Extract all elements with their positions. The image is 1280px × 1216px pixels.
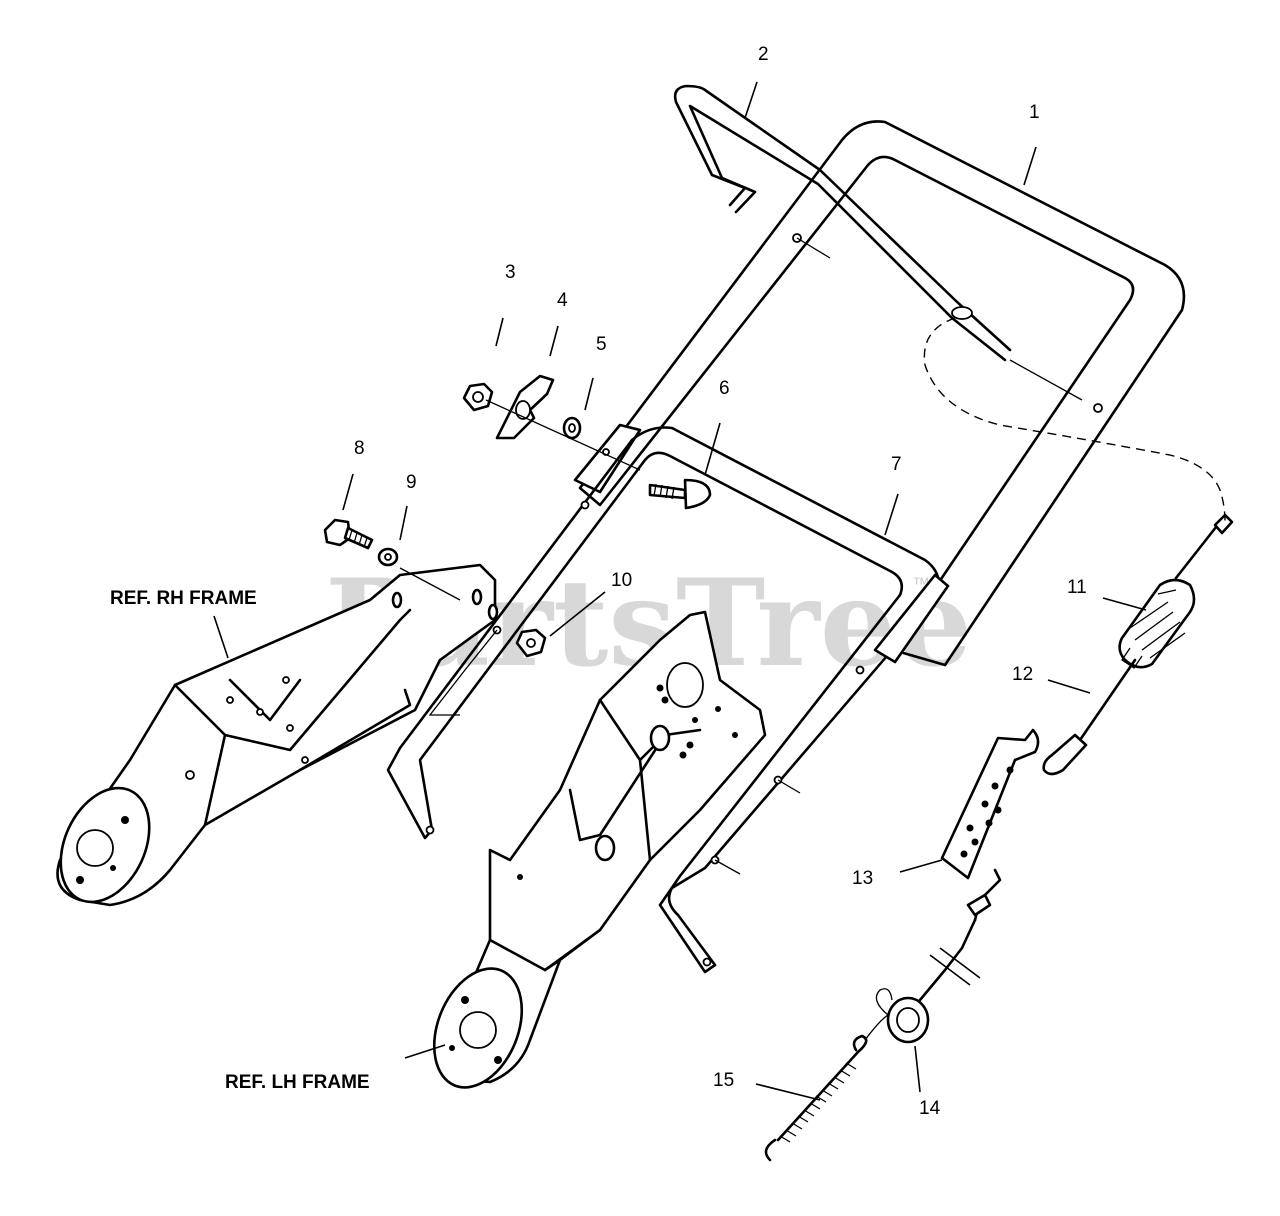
part-10-nut xyxy=(515,628,547,658)
part-9-washer-hole xyxy=(384,553,392,561)
leader-lh-mount-2 xyxy=(714,859,741,875)
callout-12: 12 xyxy=(1012,664,1033,685)
callout-5: 5 xyxy=(596,334,607,355)
callout-7: 7 xyxy=(891,454,902,475)
part-11-cable-sleeve xyxy=(1118,578,1196,669)
part-2-control-bail xyxy=(673,84,1012,362)
part-4-wing-knob xyxy=(495,374,555,440)
callout-2: 2 xyxy=(758,44,769,65)
callout-1: 1 xyxy=(1029,102,1040,123)
callout-leaders xyxy=(213,81,1147,1101)
part-6-carriage-bolt xyxy=(648,478,712,510)
ref-rh-frame-label: REF. RH FRAME xyxy=(110,588,257,609)
callout-9: 9 xyxy=(406,472,417,493)
callout-15: 15 xyxy=(713,1070,734,1091)
rh-frame xyxy=(56,563,499,907)
leader-lh-mount-1 xyxy=(777,779,801,794)
lh-frame xyxy=(432,610,767,1089)
part-14-cable-loop xyxy=(875,868,1002,1044)
part-8-bolt xyxy=(323,518,374,550)
callout-13: 13 xyxy=(852,868,873,889)
leader-cable-route xyxy=(1009,359,1083,401)
callout-4: 4 xyxy=(557,290,568,311)
part-3-nut xyxy=(462,382,494,412)
leader-bail-hole xyxy=(796,237,831,259)
callout-8: 8 xyxy=(354,438,365,459)
part-13-bracket-plate xyxy=(940,728,1040,880)
ref-lh-frame-label: REF. LH FRAME xyxy=(225,1072,370,1093)
callout-11: 11 xyxy=(1067,577,1087,598)
handle-bracket xyxy=(573,423,642,494)
callout-14: 14 xyxy=(919,1098,941,1119)
cable-route-dashed xyxy=(923,317,1226,523)
part-5-washer-hole xyxy=(568,423,576,433)
leader-rh-mount xyxy=(428,629,498,716)
callout-10: 10 xyxy=(611,570,632,591)
lower-handle-sleeve xyxy=(873,573,950,664)
part-12-cable xyxy=(1042,513,1234,776)
part-15-spring xyxy=(764,1014,889,1162)
leader-rh-bolt xyxy=(399,567,461,601)
callout-6: 6 xyxy=(719,378,730,399)
leader-knob-axis xyxy=(485,399,641,471)
callout-3: 3 xyxy=(505,262,516,283)
